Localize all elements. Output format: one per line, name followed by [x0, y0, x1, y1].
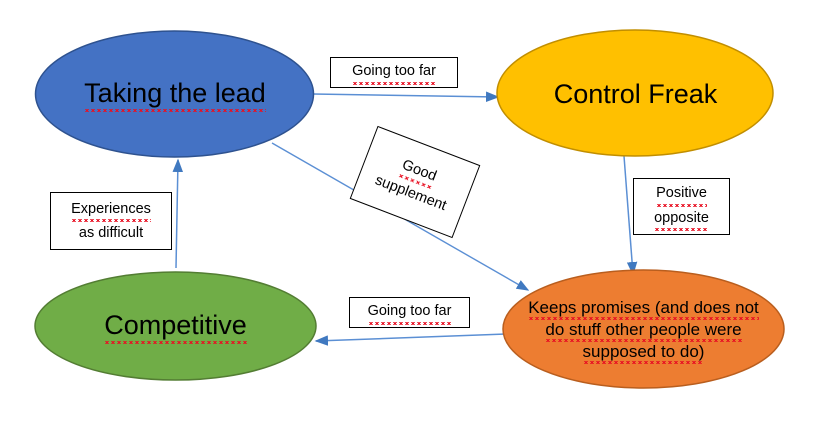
- callout-experiences-line2-text: as difficult: [78, 225, 144, 241]
- node-keeps-promises[interactable]: [502, 269, 785, 389]
- connector-keeps-promises-to-competitive: [314, 333, 507, 346]
- node-control-freak[interactable]: [496, 29, 774, 157]
- callout-going-too-far-top[interactable]: Going too far: [330, 57, 458, 88]
- callout-experiences-as-difficult[interactable]: Experiences as difficult: [50, 192, 172, 250]
- callout-going-too-far-bottom[interactable]: Going too far: [349, 297, 470, 328]
- connector-competitive-to-lead: [172, 158, 184, 269]
- callout-experiences-line2: as difficult: [79, 222, 143, 244]
- callout-positive-opposite[interactable]: Positive opposite: [633, 178, 730, 235]
- node-competitive[interactable]: [34, 271, 317, 381]
- connector-control-to-keeps-promises: [623, 155, 638, 276]
- callout-experiences-line1: Experiences: [71, 197, 151, 222]
- connector-lead-to-control: [312, 91, 500, 103]
- callout-going-too-far-top-text: Going too far: [352, 60, 436, 84]
- callout-going-too-far-bottom-text: Going too far: [367, 300, 452, 324]
- node-taking-the-lead[interactable]: [34, 30, 315, 158]
- callout-positive-line1: Positive: [656, 182, 707, 206]
- callout-positive-line2: opposite: [654, 206, 709, 231]
